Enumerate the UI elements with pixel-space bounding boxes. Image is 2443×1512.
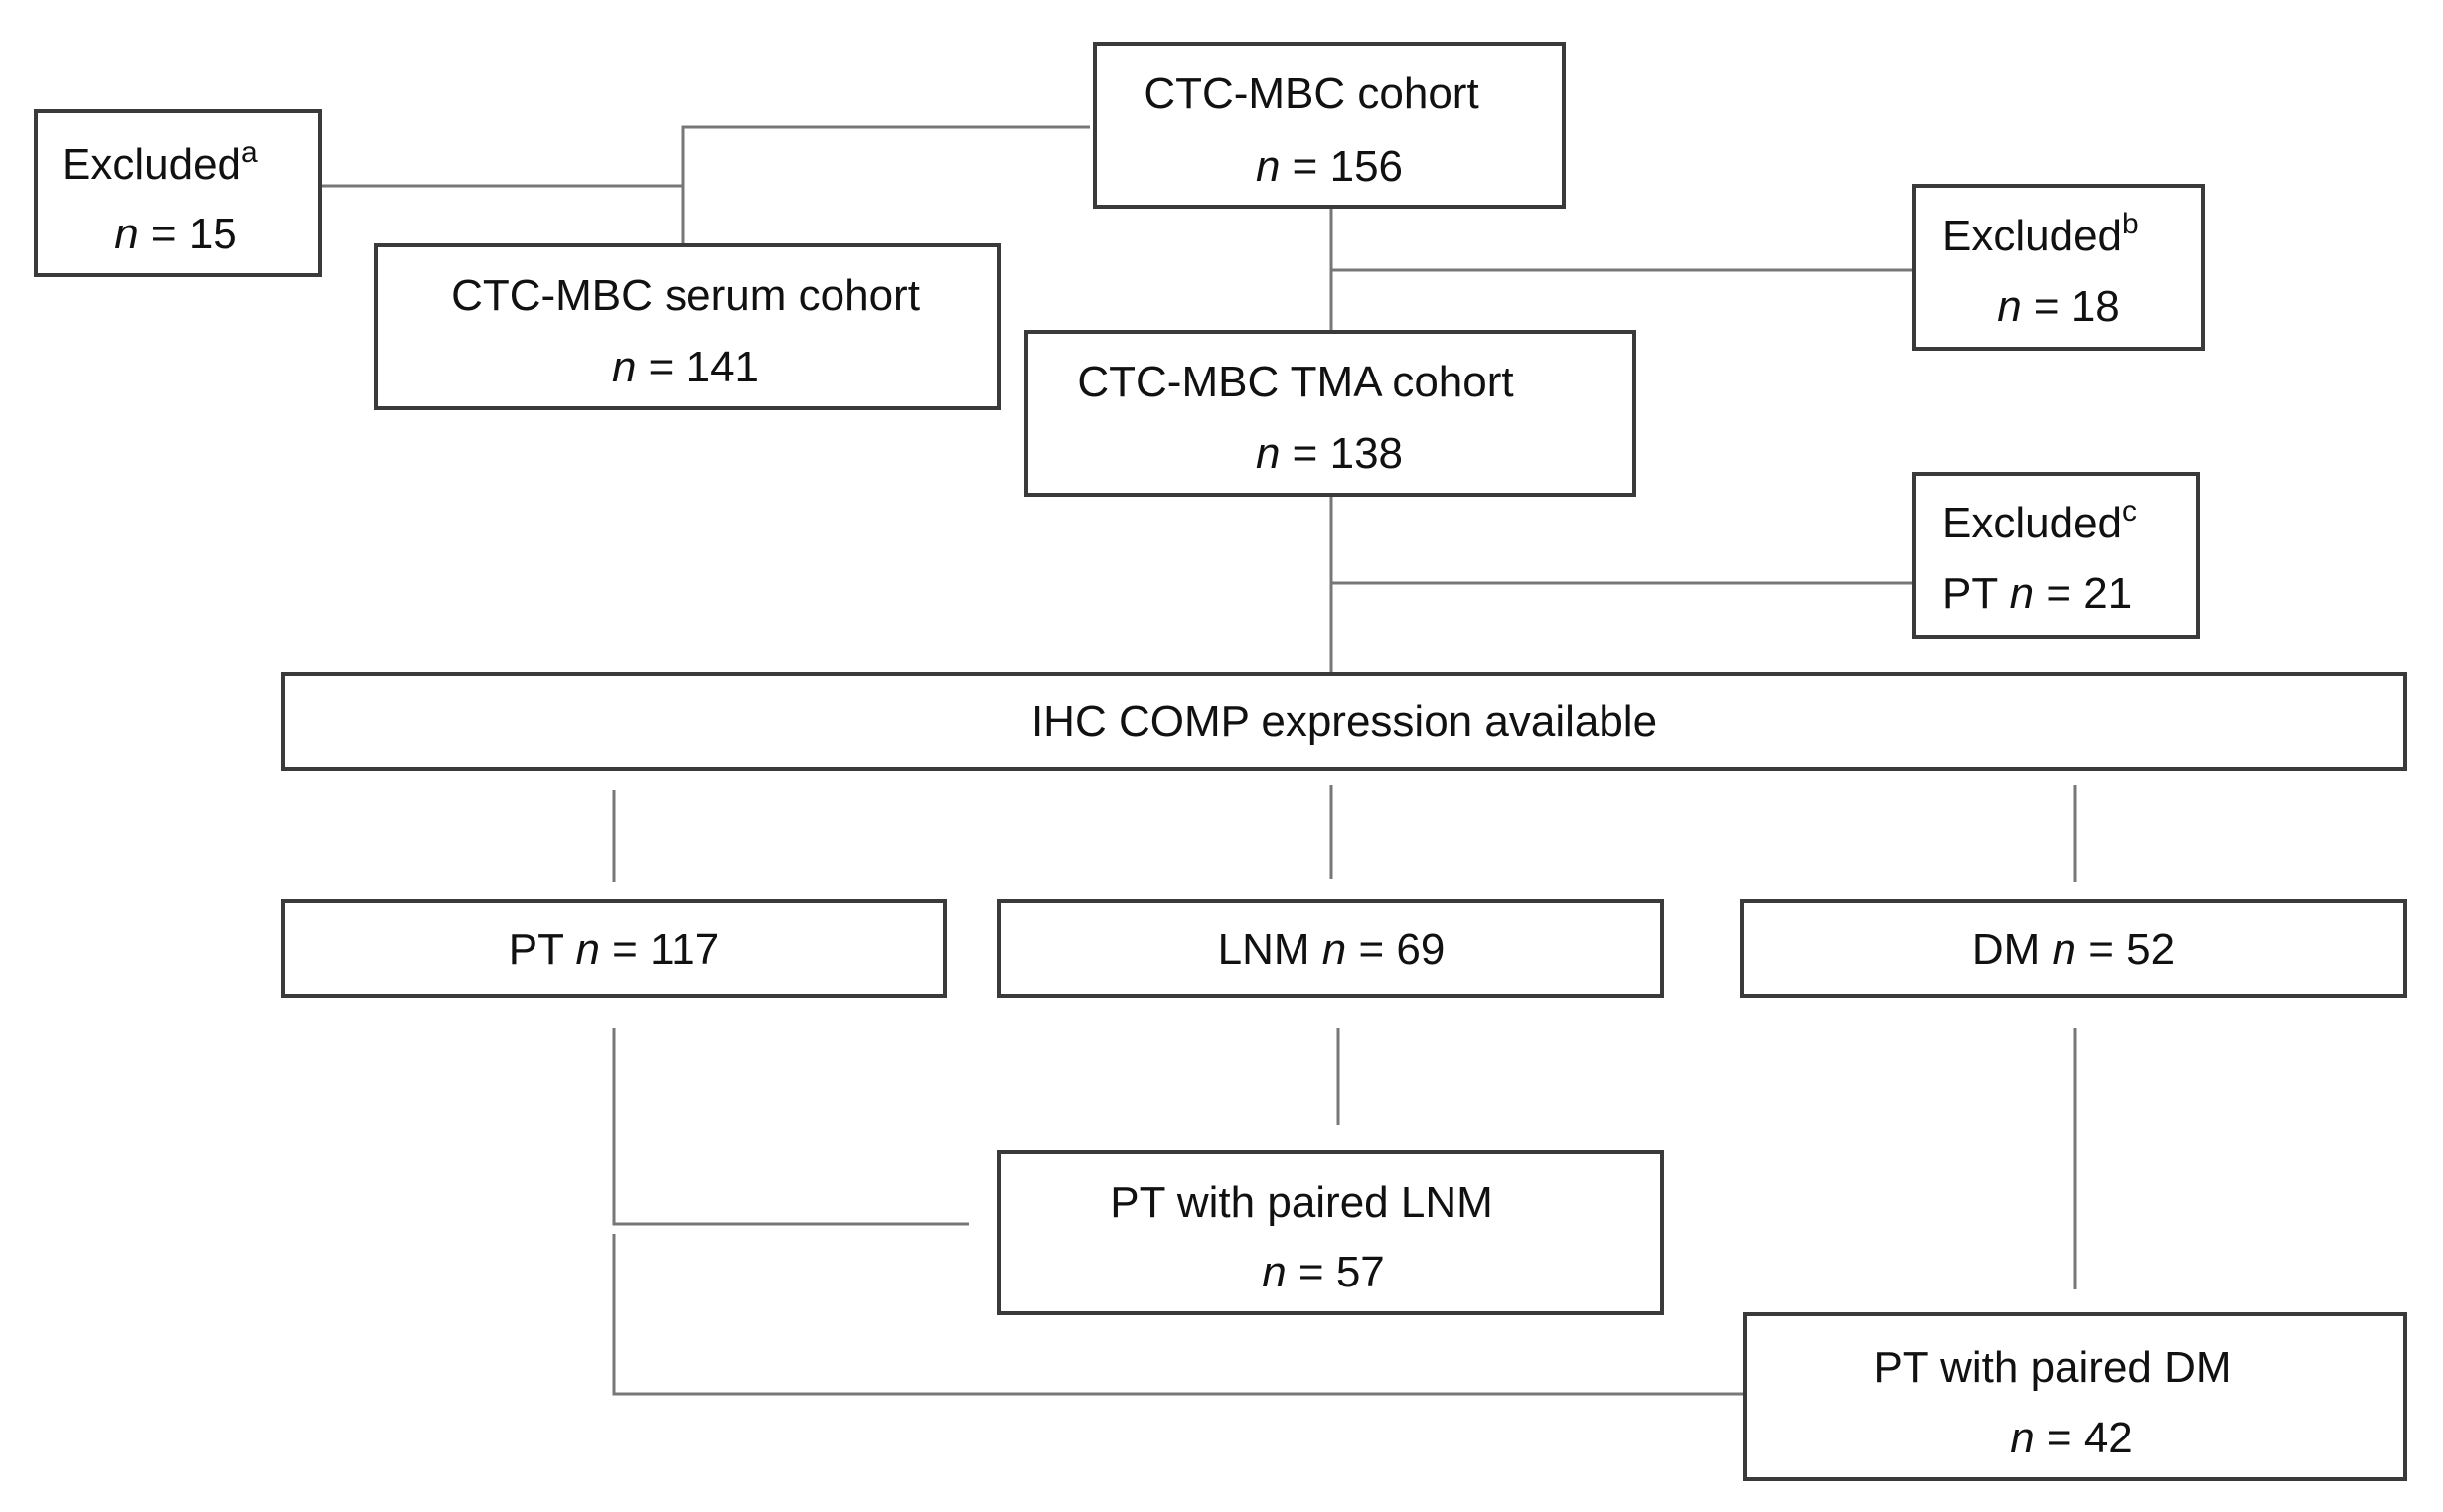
node-excluded-b-title: Excludedb — [1942, 208, 2139, 260]
node-main-cohort: CTC-MBC cohort n = 156 — [1093, 42, 1566, 209]
node-excluded-c-count: PT n = 21 — [1942, 569, 2132, 618]
connectors — [320, 125, 2077, 1396]
node-pt-paired-lnm-title: PT with paired LNM — [1110, 1178, 1493, 1227]
node-excluded-b: Excludedb n = 18 — [1912, 184, 2205, 351]
node-pt-paired-dm-count: n = 42 — [2010, 1414, 2133, 1462]
node-excluded-b-count: n = 18 — [1997, 282, 2120, 331]
node-dm: DM n = 52 — [1740, 899, 2407, 998]
node-pt-paired-lnm: PT with paired LNM n = 57 — [997, 1150, 1664, 1315]
node-main-cohort-count: n = 156 — [1256, 142, 1403, 191]
node-excluded-a-title: Excludeda — [62, 136, 258, 189]
node-tma-cohort-title: CTC-MBC TMA cohort — [1077, 358, 1513, 406]
node-ihc-title: IHC COMP expression available — [1031, 697, 1657, 746]
node-pt-label: PT n = 117 — [509, 925, 719, 974]
node-serum-cohort-title: CTC-MBC serum cohort — [451, 271, 920, 320]
node-main-cohort-title: CTC-MBC cohort — [1144, 70, 1478, 118]
node-ihc: IHC COMP expression available — [281, 672, 2407, 771]
node-dm-label: DM n = 52 — [1972, 925, 2175, 974]
connector-pt-to-pt-dm — [612, 1234, 1745, 1396]
node-lnm: LNM n = 69 — [997, 899, 1664, 998]
node-excluded-a: Excludeda n = 15 — [34, 109, 322, 277]
node-serum-cohort-count: n = 141 — [612, 343, 759, 391]
node-excluded-a-count: n = 15 — [114, 210, 237, 258]
node-serum-cohort: CTC-MBC serum cohort n = 141 — [374, 243, 1001, 410]
node-pt-paired-dm: PT with paired DM n = 42 — [1743, 1312, 2407, 1481]
node-pt-paired-lnm-count: n = 57 — [1262, 1248, 1385, 1296]
node-tma-cohort-count: n = 138 — [1256, 429, 1403, 478]
node-excluded-c: Excludedc PT n = 21 — [1912, 472, 2200, 639]
node-excluded-c-title: Excludedc — [1942, 495, 2137, 547]
connector-main-to-serum — [681, 125, 1090, 243]
node-pt-paired-dm-title: PT with paired DM — [1873, 1343, 2231, 1392]
connector-pt-to-pt-lnm — [612, 1028, 969, 1226]
node-lnm-label: LNM n = 69 — [1218, 925, 1446, 974]
node-tma-cohort: CTC-MBC TMA cohort n = 138 — [1024, 330, 1636, 497]
node-pt: PT n = 117 — [281, 899, 947, 998]
